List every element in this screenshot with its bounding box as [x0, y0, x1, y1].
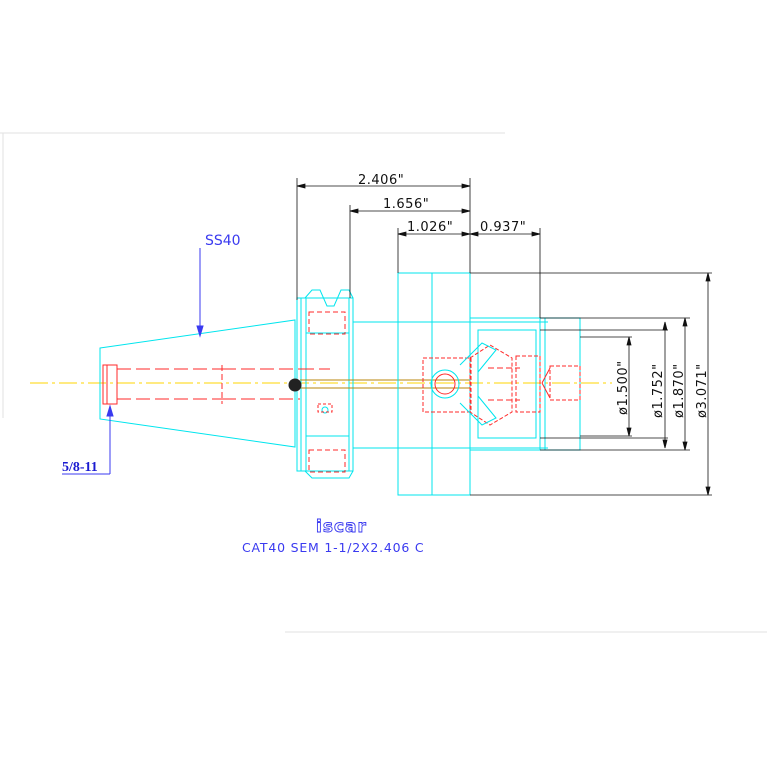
iscar-logo: iscar	[316, 517, 367, 537]
dim-diameter-3071: ø3.071"	[695, 363, 710, 418]
dim-length-1656: 1.656"	[383, 197, 429, 212]
part-title: CAT40 SEM 1-1/2X2.406 C	[242, 540, 424, 555]
flange-keyways	[300, 311, 346, 473]
taper-leader	[196, 248, 204, 338]
retention-bore	[102, 364, 300, 405]
dim-length-1026: 1.026"	[407, 220, 453, 235]
dim-diameter-1752: ø1.752"	[651, 363, 666, 418]
horizontal-dimensions	[296, 183, 541, 237]
taper-shank	[99, 319, 296, 448]
collet-screw	[422, 344, 581, 426]
gauge-ball-icon	[288, 378, 302, 392]
sheet-border	[0, 132, 767, 633]
collet-outline	[430, 342, 497, 426]
dim-length-2406: 2.406"	[358, 173, 404, 188]
vertical-dimensions	[626, 272, 711, 496]
dim-length-0937: 0.937"	[480, 220, 526, 235]
dim-diameter-1500: ø1.500"	[616, 360, 631, 415]
holder-body	[353, 272, 581, 496]
dim-diameter-1870: ø1.870"	[672, 363, 687, 418]
taper-label: SS40	[205, 233, 241, 249]
thread-label: 5/8-11	[62, 460, 98, 475]
spindle-rod	[300, 379, 470, 389]
thread-leader	[62, 404, 114, 475]
extension-lines	[296, 178, 712, 496]
